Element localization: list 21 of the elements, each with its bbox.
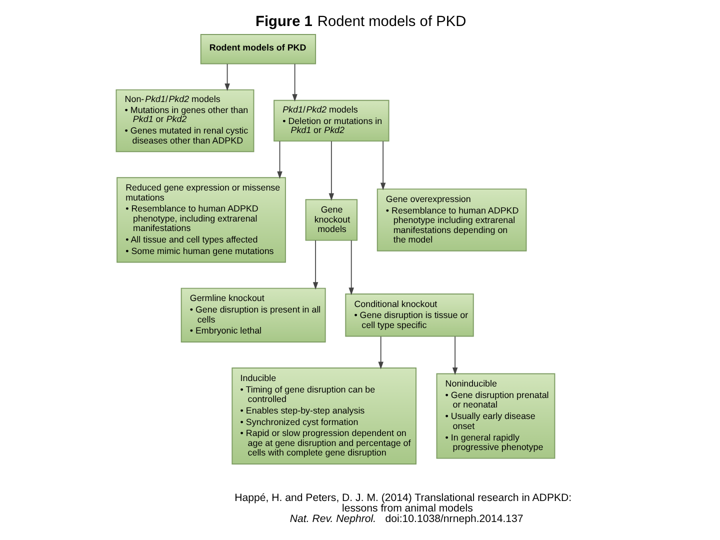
- node-box: Non-Pkd1/Pkd2 models • Mutations in genes other than Pkd1 or Pkd2 • Genes mutated in renal cystic diseases other than ADPKD: [115, 89, 254, 152]
- node-box: Gene knockout models: [304, 199, 358, 241]
- arrow: [224, 64, 230, 92]
- node-box: Conditional knockout • Gene disruption is tissue or cell type specific: [344, 294, 474, 337]
- node-box: Pkd1/Pkd2 models • Deletion or mutations in Pkd1 or Pkd2: [273, 100, 389, 142]
- arrow: [380, 140, 386, 190]
- arrow: [292, 64, 297, 102]
- caption: Happé, H. and Peters, D. J. M. (2014) Translational research in ADPKD: lessons from animal models Nat. Rev. Nephrol. doi:10.1038/nrneph.2014.137: [234, 492, 572, 526]
- arrow: [276, 140, 282, 179]
- diagram-title: Figure 1 Rodent models of PKD: [255, 14, 466, 30]
- node-box: Rodent models of PKD: [200, 34, 316, 64]
- node-box: Noninducible • Gene disruption prenatal or neonatal • Usually early disease onset • In general rapidly progressive phenotype: [436, 373, 555, 459]
- arrow: [328, 140, 334, 201]
- arrow: [348, 240, 354, 296]
- node-box: Germline knockout • Gene disruption is present in all cells • Embryonic lethal: [180, 288, 326, 342]
- arrow: [312, 240, 318, 290]
- arrow: [378, 336, 383, 370]
- arrow: [452, 336, 458, 376]
- node-box: Gene overexpression • Resemblance to human ADPKD phenotype including extrarenal manifestations depending on the model: [376, 188, 526, 252]
- node-box: Inducible • Timing of gene disruption can be controlled • Enables step-by-step analysis • Synchronized cyst formation • Rapid or slow progression dependent on age at gene disruption and percentage of cells with complete gene disruption: [231, 368, 416, 464]
- node-box: Reduced gene expression or missense mutations • Resemblance to human ADPKD phenotype, including extrarenal manifestations • All tissue and cell types affected • Some mimic human gene mutations: [116, 177, 286, 263]
